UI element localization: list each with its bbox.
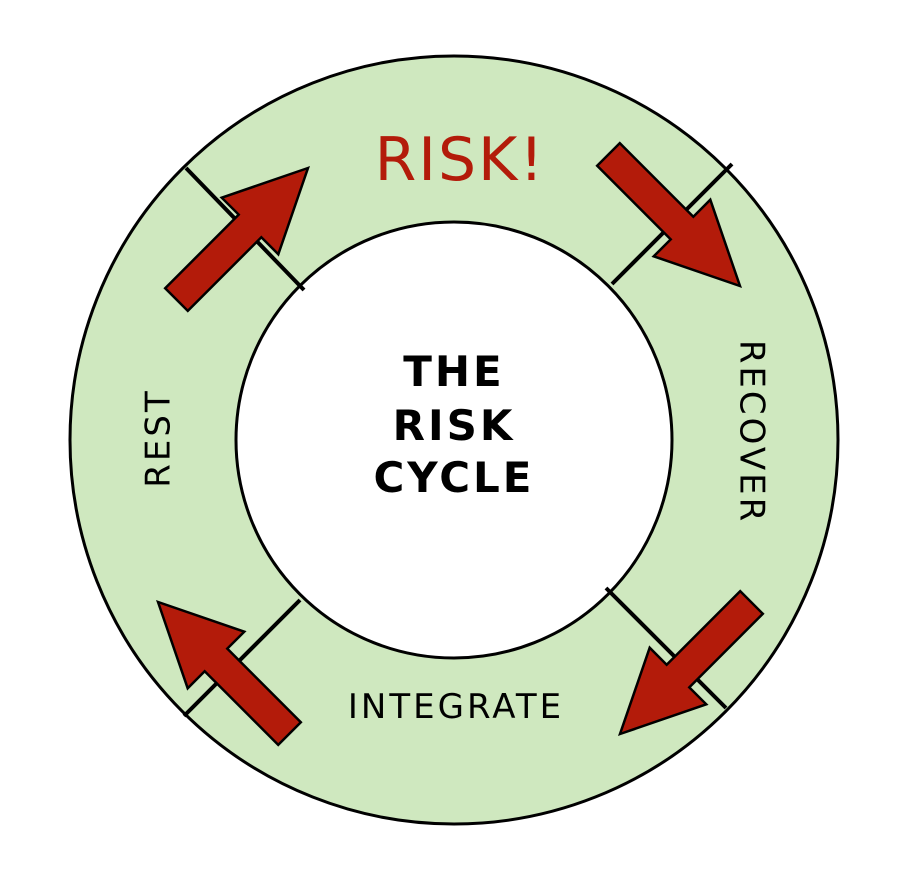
center-title-line-3: CYCLE <box>373 453 534 502</box>
arrow-icon <box>617 589 765 737</box>
divider-bottom-left <box>182 598 302 718</box>
stage-label-risk: RISK! <box>375 125 546 195</box>
center-title-line-2: RISK <box>393 401 516 450</box>
stage-label-integrate: INTEGRATE <box>348 687 564 727</box>
center-title-line-1: THE <box>403 347 505 396</box>
stage-label-recover: RECOVER <box>732 340 772 524</box>
arrow-icon <box>595 141 743 289</box>
inner-circle <box>234 220 674 660</box>
arrow-icon <box>155 599 303 747</box>
divider-bottom-right <box>604 586 728 710</box>
stage-label-rest: REST <box>139 388 179 487</box>
arrow-icon <box>163 165 311 313</box>
